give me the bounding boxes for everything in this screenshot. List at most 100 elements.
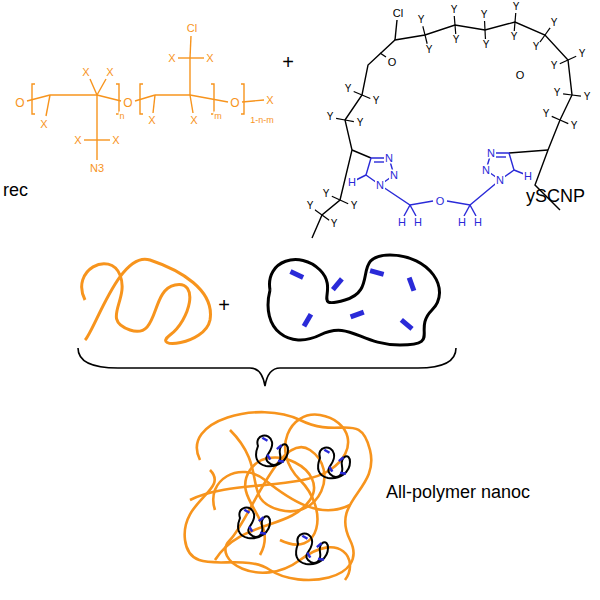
caption-label: rec: [2, 181, 29, 199]
atom-label: Y: [532, 42, 541, 52]
atom-label: H: [413, 217, 423, 228]
atom-label: Cl: [186, 23, 198, 34]
bond-line: [340, 200, 348, 204]
atom-label: O: [515, 70, 526, 81]
bond-line: [514, 13, 516, 22]
atom-label: Y: [482, 40, 491, 50]
atom-label: N: [389, 170, 399, 181]
atom-label: N3: [89, 163, 105, 174]
atom-label: H: [473, 217, 483, 228]
atom-label: O: [435, 196, 446, 207]
bond-line: [545, 28, 550, 35]
bond-line: [572, 95, 581, 96]
atom-label: Cl: [392, 8, 404, 19]
atom-label: H: [397, 217, 407, 228]
triazole-linker: [356, 153, 524, 216]
bond-line: [454, 25, 456, 34]
caption-label: ySCNP: [525, 187, 586, 205]
bond-line: [540, 35, 545, 42]
atom-label: Y: [512, 2, 521, 12]
bond-line: [354, 92, 362, 95]
atom-label: Y: [350, 201, 359, 211]
caption-label: All-polymer nanoc: [385, 483, 531, 501]
bond-line: [484, 21, 486, 30]
atom-label: X: [189, 115, 198, 126]
bond-line: [345, 120, 354, 122]
atom-label: X: [167, 53, 176, 64]
plus-sign: +: [217, 295, 231, 315]
atom-label: H: [523, 171, 533, 182]
atom-label: Y: [583, 92, 592, 102]
atom-label: H: [457, 217, 467, 228]
atom-label: Y: [372, 96, 381, 106]
atom-label: Y: [322, 189, 331, 199]
bond-line: [322, 215, 329, 220]
atom-label: Y: [344, 84, 353, 94]
atom-label: X: [147, 115, 156, 126]
atom-label: O: [229, 97, 240, 109]
subscript: 1-n-m: [249, 116, 275, 125]
nanoparticle: [318, 448, 350, 479]
precursor-structure: [27, 36, 264, 160]
atom-label: O: [14, 97, 25, 109]
atom-label: Y: [306, 201, 315, 211]
atom-label: Y: [570, 121, 579, 131]
atom-label: N: [495, 175, 505, 186]
atom-label: O: [122, 97, 133, 109]
bond-line: [560, 60, 568, 64]
nanoparticle: [296, 534, 328, 565]
bond-line: [568, 56, 576, 60]
subscript: m: [213, 112, 223, 121]
bond-line: [332, 196, 340, 200]
atom-label: H: [347, 177, 357, 188]
bracket: [78, 348, 456, 386]
atom-label: X: [265, 95, 274, 106]
bond-line: [425, 35, 427, 44]
bond-line: [315, 210, 322, 215]
nanocomposite-matrix: [185, 412, 372, 580]
atom-label: Y: [480, 10, 489, 20]
bond-line: [423, 26, 425, 35]
bond-line: [484, 30, 486, 39]
plus-sign: +: [281, 52, 295, 72]
bond-line: [336, 118, 345, 120]
scnp-structure: [312, 20, 572, 238]
bond-line: [514, 22, 516, 31]
atom-label: Y: [417, 15, 426, 25]
crosslink-bars: [289, 268, 416, 331]
atom-label: X: [39, 119, 48, 130]
bond-line: [560, 120, 568, 124]
nanoparticle: [256, 436, 288, 467]
atom-label: Y: [542, 109, 551, 119]
atom-label: N: [384, 153, 394, 164]
atom-label: Y: [550, 18, 559, 28]
precursor-coil: [82, 259, 211, 343]
atom-label: Y: [330, 219, 339, 229]
atom-label: Y: [326, 112, 335, 122]
atom-label: Y: [452, 35, 461, 45]
atom-label: O: [387, 57, 398, 68]
atom-label: X: [81, 67, 90, 78]
atom-label: X: [111, 135, 120, 146]
nanoparticle: [238, 508, 270, 539]
scnp-coil: [268, 255, 439, 345]
atom-label: Y: [553, 88, 562, 98]
atom-label: X: [73, 135, 82, 146]
bond-line: [362, 95, 370, 98]
subscript: n: [118, 112, 125, 121]
atom-label: Y: [450, 5, 459, 15]
bond-line: [552, 116, 560, 120]
atom-label: X: [205, 53, 214, 64]
atom-label: Y: [356, 118, 365, 128]
bond-line: [454, 16, 456, 25]
atom-label: Y: [550, 61, 559, 71]
atom-label: N: [375, 180, 385, 191]
atom-label: Y: [425, 45, 434, 55]
bond-line: [563, 94, 572, 95]
atom-label: Y: [510, 32, 519, 42]
atom-label: N: [486, 148, 496, 159]
atom-label: X: [105, 67, 114, 78]
atom-label: N: [481, 165, 491, 176]
